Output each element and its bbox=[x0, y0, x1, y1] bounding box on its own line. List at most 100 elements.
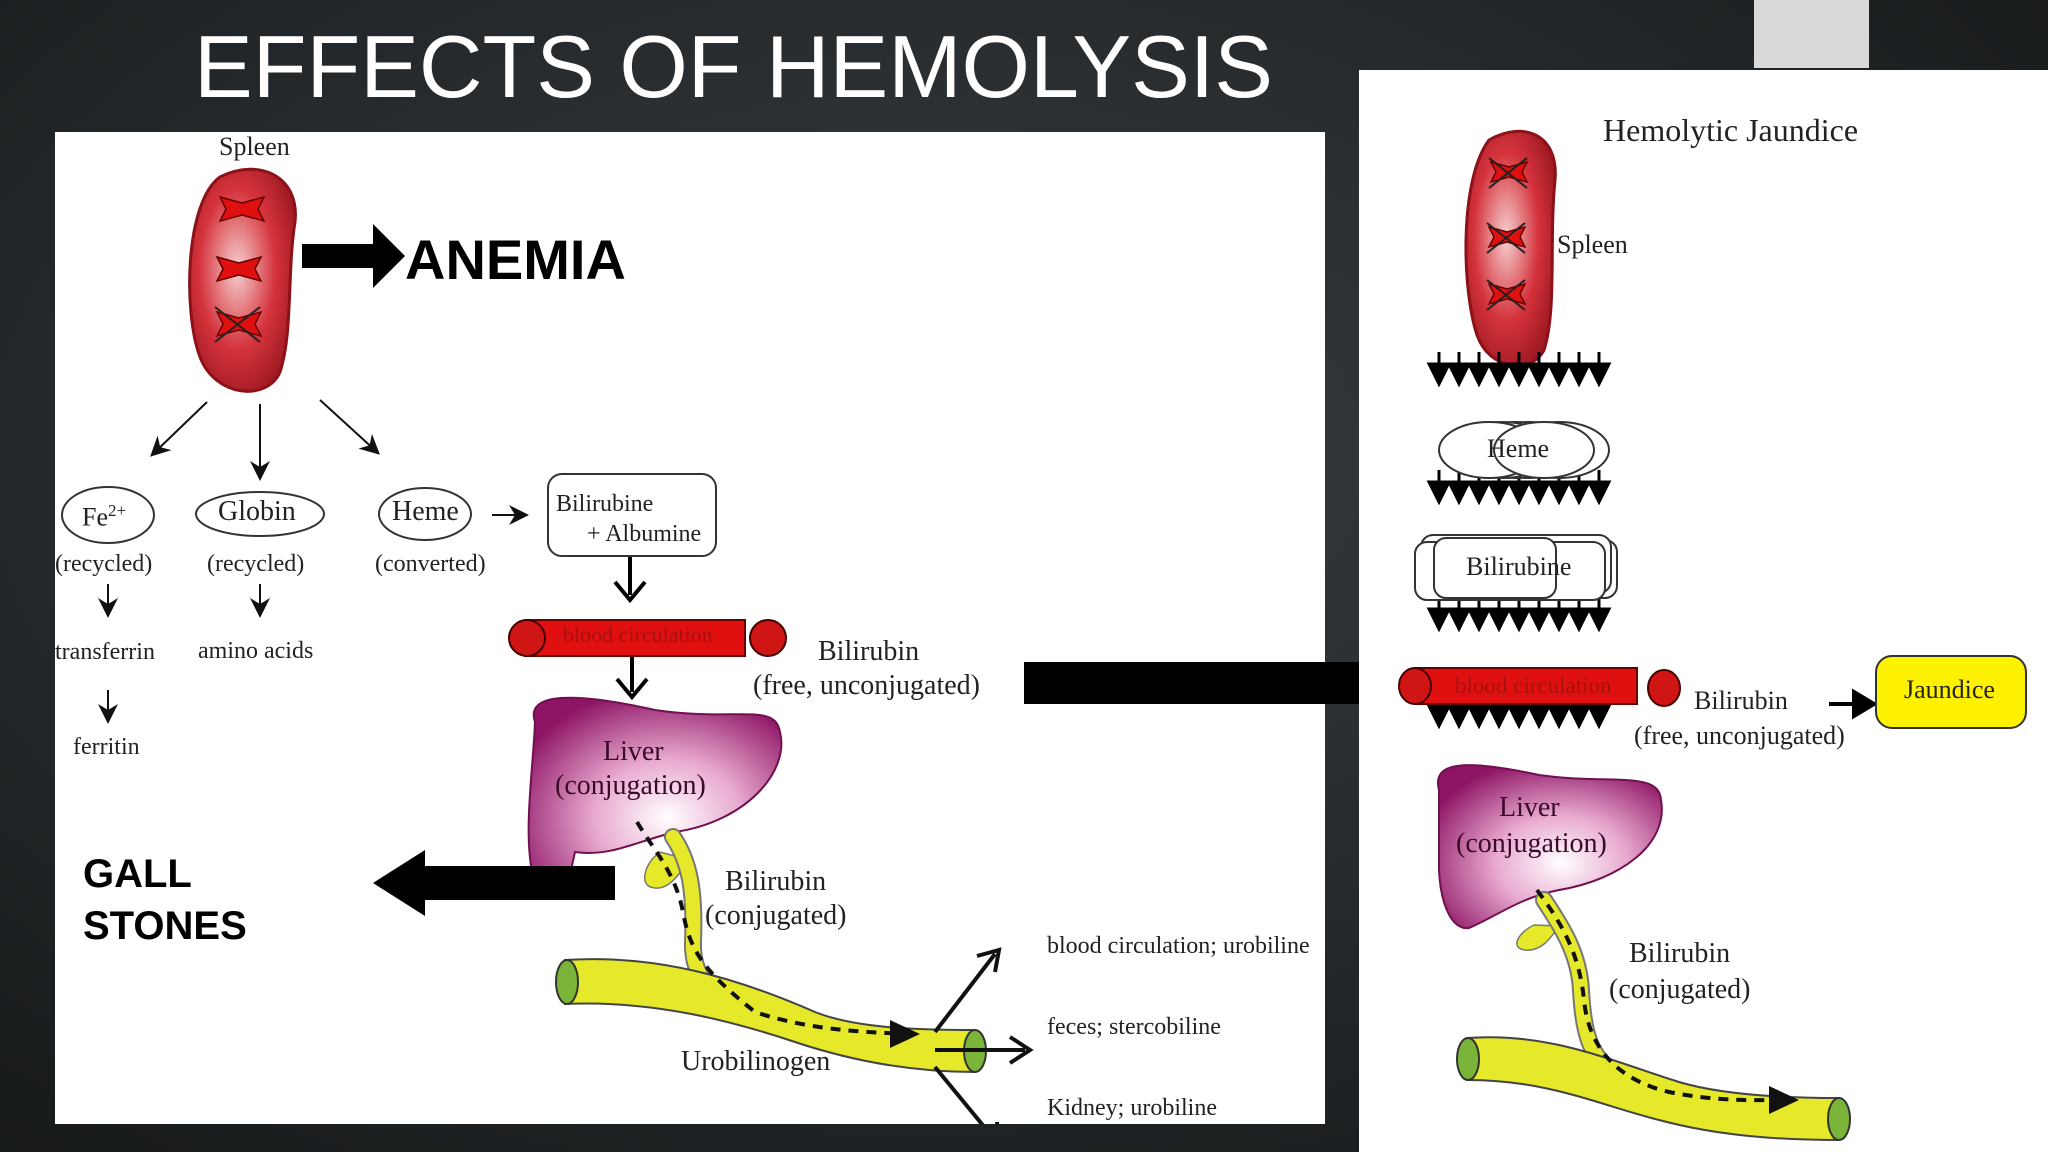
down-arrows bbox=[613, 557, 649, 701]
jaundice-box bbox=[1875, 655, 2027, 729]
flow-arrow-head bbox=[1506, 362, 1532, 388]
flow-arrow-head bbox=[1586, 362, 1612, 388]
flow-arrow-head bbox=[1466, 480, 1492, 506]
heme-status: (converted) bbox=[375, 551, 486, 577]
flow-arrow-head bbox=[1586, 607, 1612, 633]
bilirubine-albumine-line2: + Albumine bbox=[587, 521, 702, 547]
flow-arrow-head bbox=[1426, 362, 1452, 388]
flow-arrow-head bbox=[1526, 607, 1552, 633]
fe-label: Fe2+ bbox=[82, 502, 126, 531]
flow-arrow-head bbox=[1506, 480, 1532, 506]
gallstones-arrow bbox=[373, 850, 615, 916]
spleen-label: Spleen bbox=[219, 132, 290, 161]
fe-superscript: 2+ bbox=[108, 501, 127, 520]
hemolysis-diagram-panel: Spleen ANEMIA Fe2+ (recycled) transferri… bbox=[55, 132, 1325, 1124]
flow-arrow-head bbox=[1426, 607, 1452, 633]
bilirubine-stack bbox=[1414, 534, 1618, 601]
jaundice-heme-label: Heme bbox=[1487, 434, 1550, 463]
output-arrows bbox=[933, 947, 1034, 1124]
jaundice-bilirubin-free-line2: (free, unconjugated) bbox=[1634, 721, 1845, 750]
jaundice-title: Hemolytic Jaundice bbox=[1603, 112, 1859, 148]
anemia-arrow bbox=[302, 224, 405, 288]
flow-arrow-head bbox=[1446, 704, 1472, 730]
jaundice-spleen-shape bbox=[1464, 129, 1557, 367]
jaundice-dashed-path bbox=[1535, 888, 1780, 1103]
fe-oval bbox=[61, 486, 155, 544]
amino-acids-label: amino acids bbox=[198, 638, 314, 664]
jaundice-bilirubin-conj-line1: Bilirubin bbox=[1629, 938, 1731, 969]
spleen-shape bbox=[188, 167, 297, 393]
flow-arrow-head bbox=[1546, 480, 1572, 506]
flow-arrow-head bbox=[1446, 480, 1472, 506]
globin-label: Globin bbox=[218, 496, 296, 527]
flow-arrow-head bbox=[1426, 704, 1452, 730]
flow-arrow-head bbox=[1486, 704, 1512, 730]
flow-arrow-head bbox=[1466, 704, 1492, 730]
hemolytic-jaundice-panel: Hemolytic Jaundice Spleen Heme Bilirubin… bbox=[1359, 70, 2048, 1152]
heme-stack bbox=[1438, 421, 1610, 479]
connector-arrow bbox=[1024, 638, 1404, 728]
flow-arrow-head bbox=[1546, 362, 1572, 388]
jaundice-blood-vessel bbox=[1398, 667, 1681, 707]
ferritin-label: ferritin bbox=[73, 734, 140, 760]
jaundice-diagram-graphics bbox=[1398, 129, 2027, 1142]
transferrin-label: transferrin bbox=[55, 639, 155, 665]
bilirubin-conj-line1: Bilirubin bbox=[725, 866, 827, 897]
hemolysis-diagram-graphics bbox=[61, 167, 1034, 1124]
slide-title: EFFECTS OF HEMOLYSIS bbox=[194, 17, 1273, 116]
output-feces-label: feces; stercobiline bbox=[1047, 1014, 1221, 1040]
flow-arrow-head bbox=[1546, 704, 1572, 730]
jaundice-liver-shape bbox=[1436, 764, 1663, 930]
flow-arrow-head bbox=[1566, 362, 1592, 388]
liver-label-line1: Liver bbox=[603, 736, 664, 767]
bilirubin-dashed-path bbox=[635, 820, 906, 1036]
jaundice-bilirubin-conj-line2: (conjugated) bbox=[1609, 974, 1751, 1005]
flow-arrow-head bbox=[1546, 607, 1572, 633]
flow-arrow-head bbox=[1506, 607, 1532, 633]
flow-arrow-head bbox=[1566, 607, 1592, 633]
output-blood-label: blood circulation; urobiline bbox=[1047, 933, 1310, 959]
flow-arrow-head bbox=[1586, 480, 1612, 506]
flow-arrow-head bbox=[1526, 480, 1552, 506]
flow-arrow-head bbox=[1526, 362, 1552, 388]
heme-label: Heme bbox=[392, 496, 459, 527]
jaundice-bilirubine-label: Bilirubine bbox=[1466, 552, 1572, 581]
bilirubin-free-line1: Bilirubin bbox=[818, 636, 920, 667]
bilirubine-albumine-box bbox=[547, 473, 717, 557]
flow-arrow-head bbox=[1526, 704, 1552, 730]
flow-arrow-head bbox=[1426, 480, 1452, 506]
flow-arrow-head bbox=[1486, 480, 1512, 506]
liver-label-line2: (conjugation) bbox=[555, 770, 706, 801]
flow-arrow-head bbox=[1506, 704, 1532, 730]
heme-oval bbox=[378, 487, 472, 541]
flow-arrow-head bbox=[1586, 704, 1612, 730]
bilirubin-free-line2: (free, unconjugated) bbox=[753, 670, 980, 701]
flow-arrow-head bbox=[1466, 607, 1492, 633]
blood-circulation-label: blood circulation bbox=[563, 622, 713, 647]
urobilinogen-label: Urobilinogen bbox=[681, 1046, 831, 1077]
gallstones-label-line1: GALL bbox=[83, 852, 192, 896]
anemia-label: ANEMIA bbox=[405, 228, 626, 291]
flow-arrow-head bbox=[1486, 607, 1512, 633]
flow-arrow-head bbox=[1566, 480, 1592, 506]
flow-arrow-head bbox=[1466, 362, 1492, 388]
spleen-branch-arrows bbox=[98, 399, 529, 724]
globin-status: (recycled) bbox=[207, 551, 305, 577]
gallstones-label-line2: STONES bbox=[83, 904, 247, 948]
jaundice-bilirubin-free-line1: Bilirubin bbox=[1694, 686, 1788, 715]
output-kidney-label: Kidney; urobiline bbox=[1047, 1095, 1217, 1121]
jaundice-blood-circulation-label: blood circulation bbox=[1455, 673, 1612, 698]
jaundice-label: Jaundice bbox=[1904, 675, 1995, 704]
jaundice-liver-line1: Liver bbox=[1499, 792, 1560, 823]
fe-text: Fe bbox=[82, 502, 108, 532]
globin-oval bbox=[195, 491, 325, 537]
jaundice-arrow bbox=[1829, 688, 1878, 720]
flow-arrow-head bbox=[1446, 362, 1472, 388]
flow-arrow-head bbox=[1446, 607, 1472, 633]
bilirubin-conj-line2: (conjugated) bbox=[705, 900, 847, 931]
flow-arrow-head bbox=[1486, 362, 1512, 388]
jaundice-liver-line2: (conjugation) bbox=[1456, 828, 1607, 859]
blood-vessel bbox=[508, 619, 787, 657]
bilirubine-albumine-line1: Bilirubine bbox=[556, 491, 654, 517]
fe-status: (recycled) bbox=[55, 551, 153, 577]
